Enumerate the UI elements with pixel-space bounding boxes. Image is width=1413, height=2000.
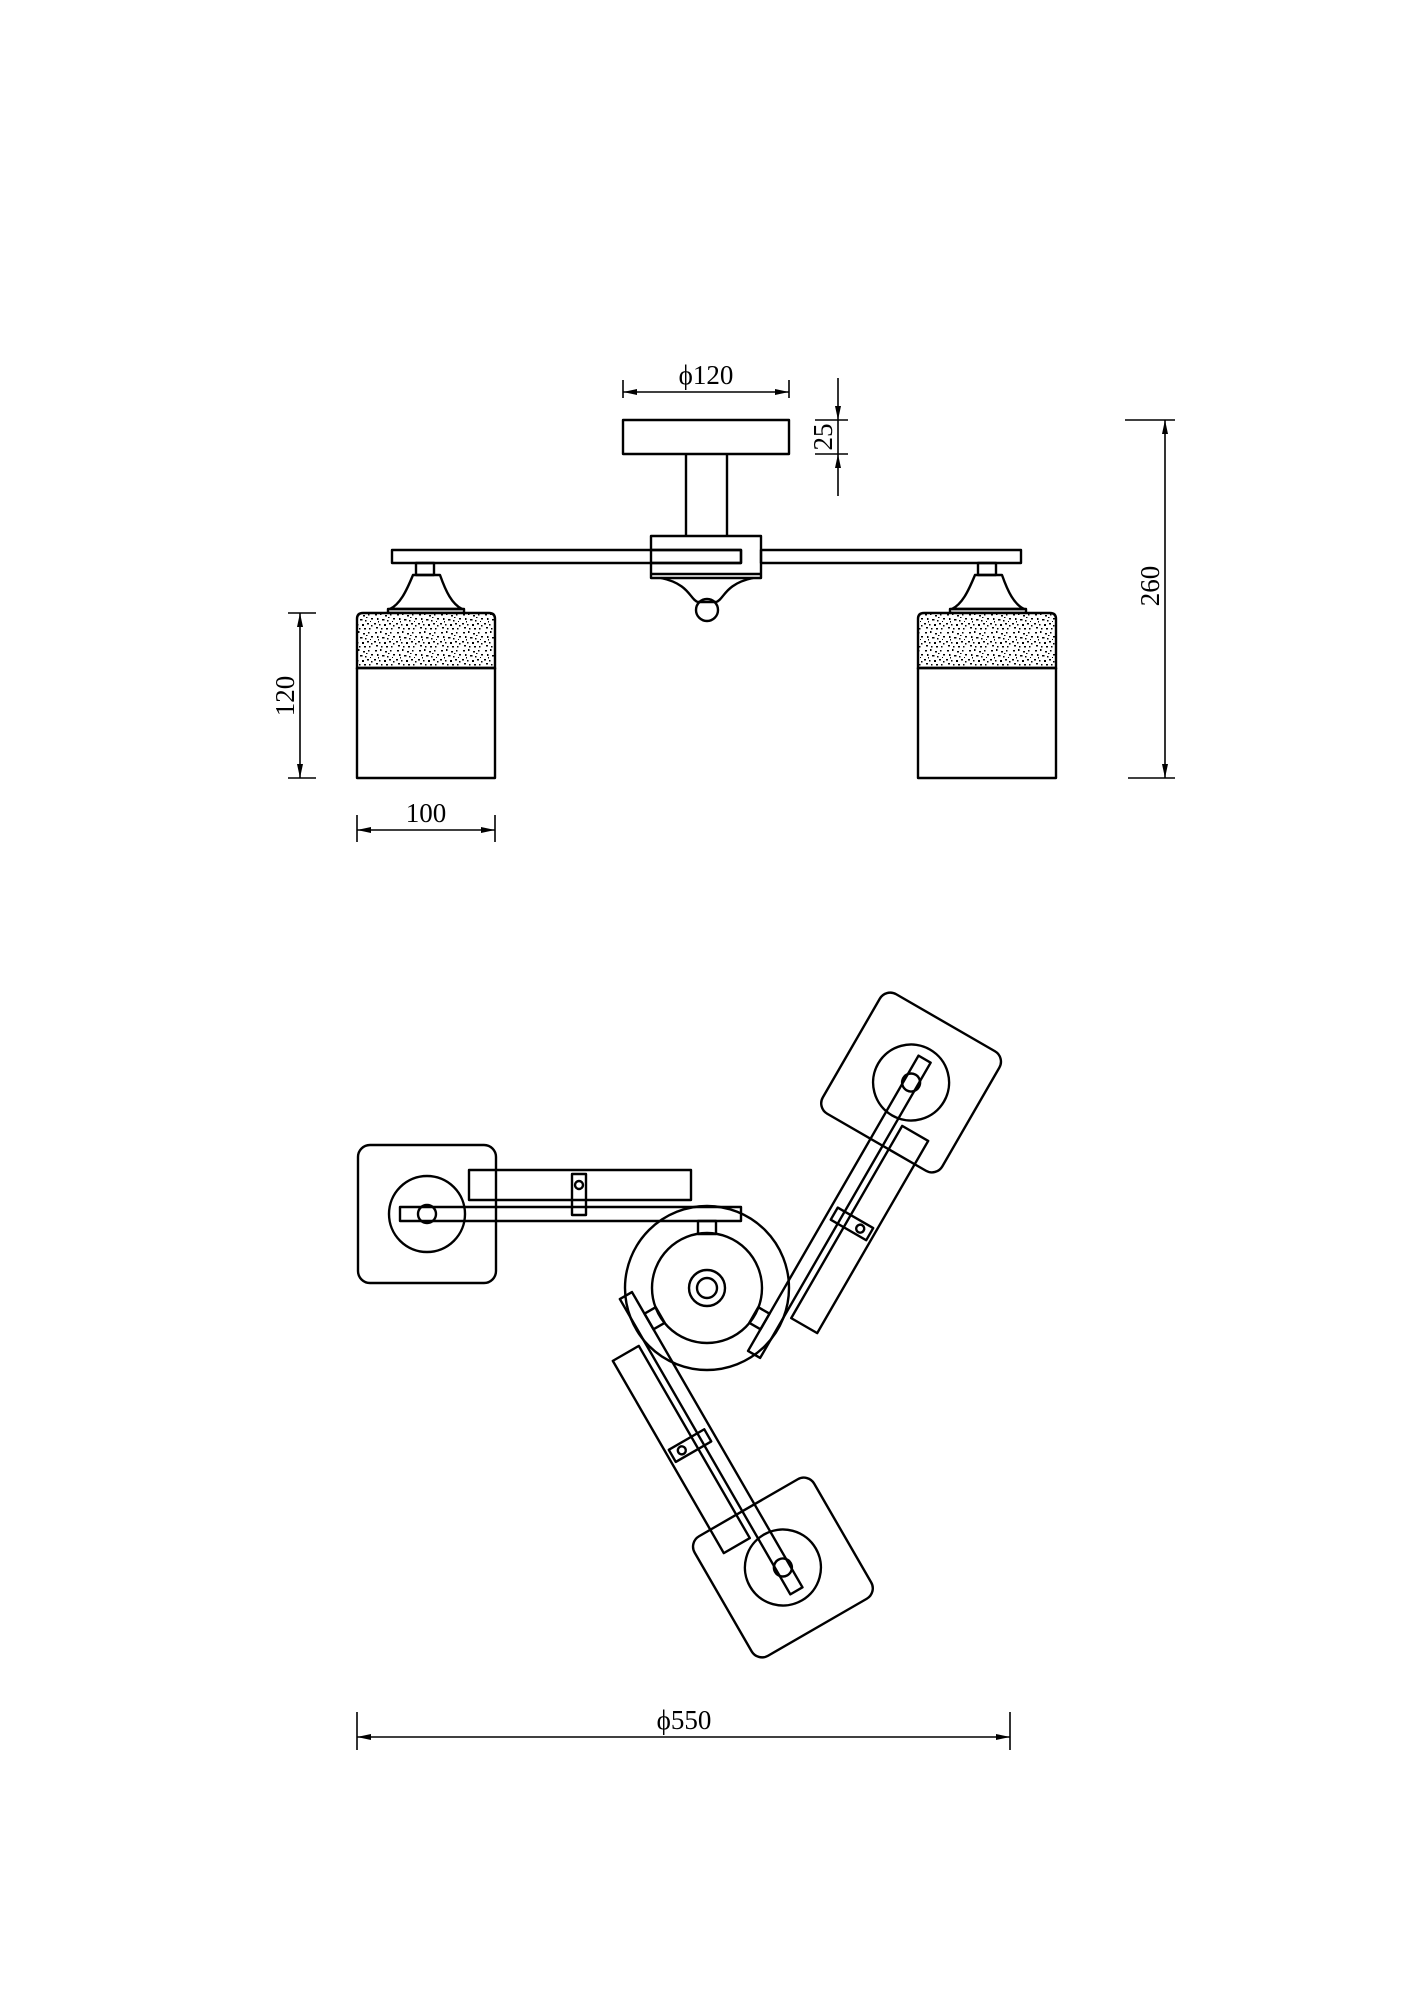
hub-housing <box>649 534 763 623</box>
arm-cover-plate <box>467 1168 693 1202</box>
dimension-label: 100 <box>406 798 447 828</box>
clip-screw <box>573 1179 585 1191</box>
socket-hole <box>416 1203 438 1225</box>
hub-inner-ring <box>650 1231 764 1345</box>
side-view: ϕ120 25 260 120 <box>270 360 1175 842</box>
dimension-label: ϕ550 <box>657 1705 712 1735</box>
dimension-label: 260 <box>1135 566 1165 607</box>
hub-mount-post <box>696 1219 718 1236</box>
dimension-shade-height: 120 <box>270 612 316 779</box>
ceiling-canopy <box>621 418 791 456</box>
shade-textured-band <box>916 611 1058 670</box>
arm-bar <box>398 1205 743 1223</box>
arm-clip <box>570 1172 588 1217</box>
dimension-label: 120 <box>270 676 300 717</box>
dimension-overall-height: 260 <box>1125 419 1175 779</box>
dimension-label: 25 <box>808 424 838 451</box>
shade-square <box>356 1143 498 1285</box>
plan-arm-1 <box>356 1143 743 1285</box>
hub-center-ring <box>687 1268 727 1308</box>
dimension-canopy-diameter: ϕ120 <box>622 360 790 398</box>
dimension-overall-diameter: ϕ550 <box>356 1705 1011 1750</box>
dimension-shade-width: 100 <box>356 798 496 842</box>
right-lamp <box>916 561 1058 780</box>
finial-ball <box>694 597 720 623</box>
dimension-canopy-height: 25 <box>808 378 848 496</box>
socket-ring <box>387 1174 467 1254</box>
glass-shade <box>916 666 1058 780</box>
plan-arm-2 <box>746 991 1003 1360</box>
dimension-label: ϕ120 <box>679 360 734 390</box>
arm-bar-left <box>390 548 743 565</box>
glass-shade <box>355 666 497 780</box>
left-lamp <box>355 561 497 780</box>
hub-outer-ring <box>623 1204 791 1372</box>
plan-view <box>356 991 1003 1659</box>
hub-center-hole <box>695 1276 719 1300</box>
plan-arm-3 <box>611 1290 874 1659</box>
shade-textured-band <box>355 611 497 670</box>
arm-bar-right <box>759 548 1023 565</box>
